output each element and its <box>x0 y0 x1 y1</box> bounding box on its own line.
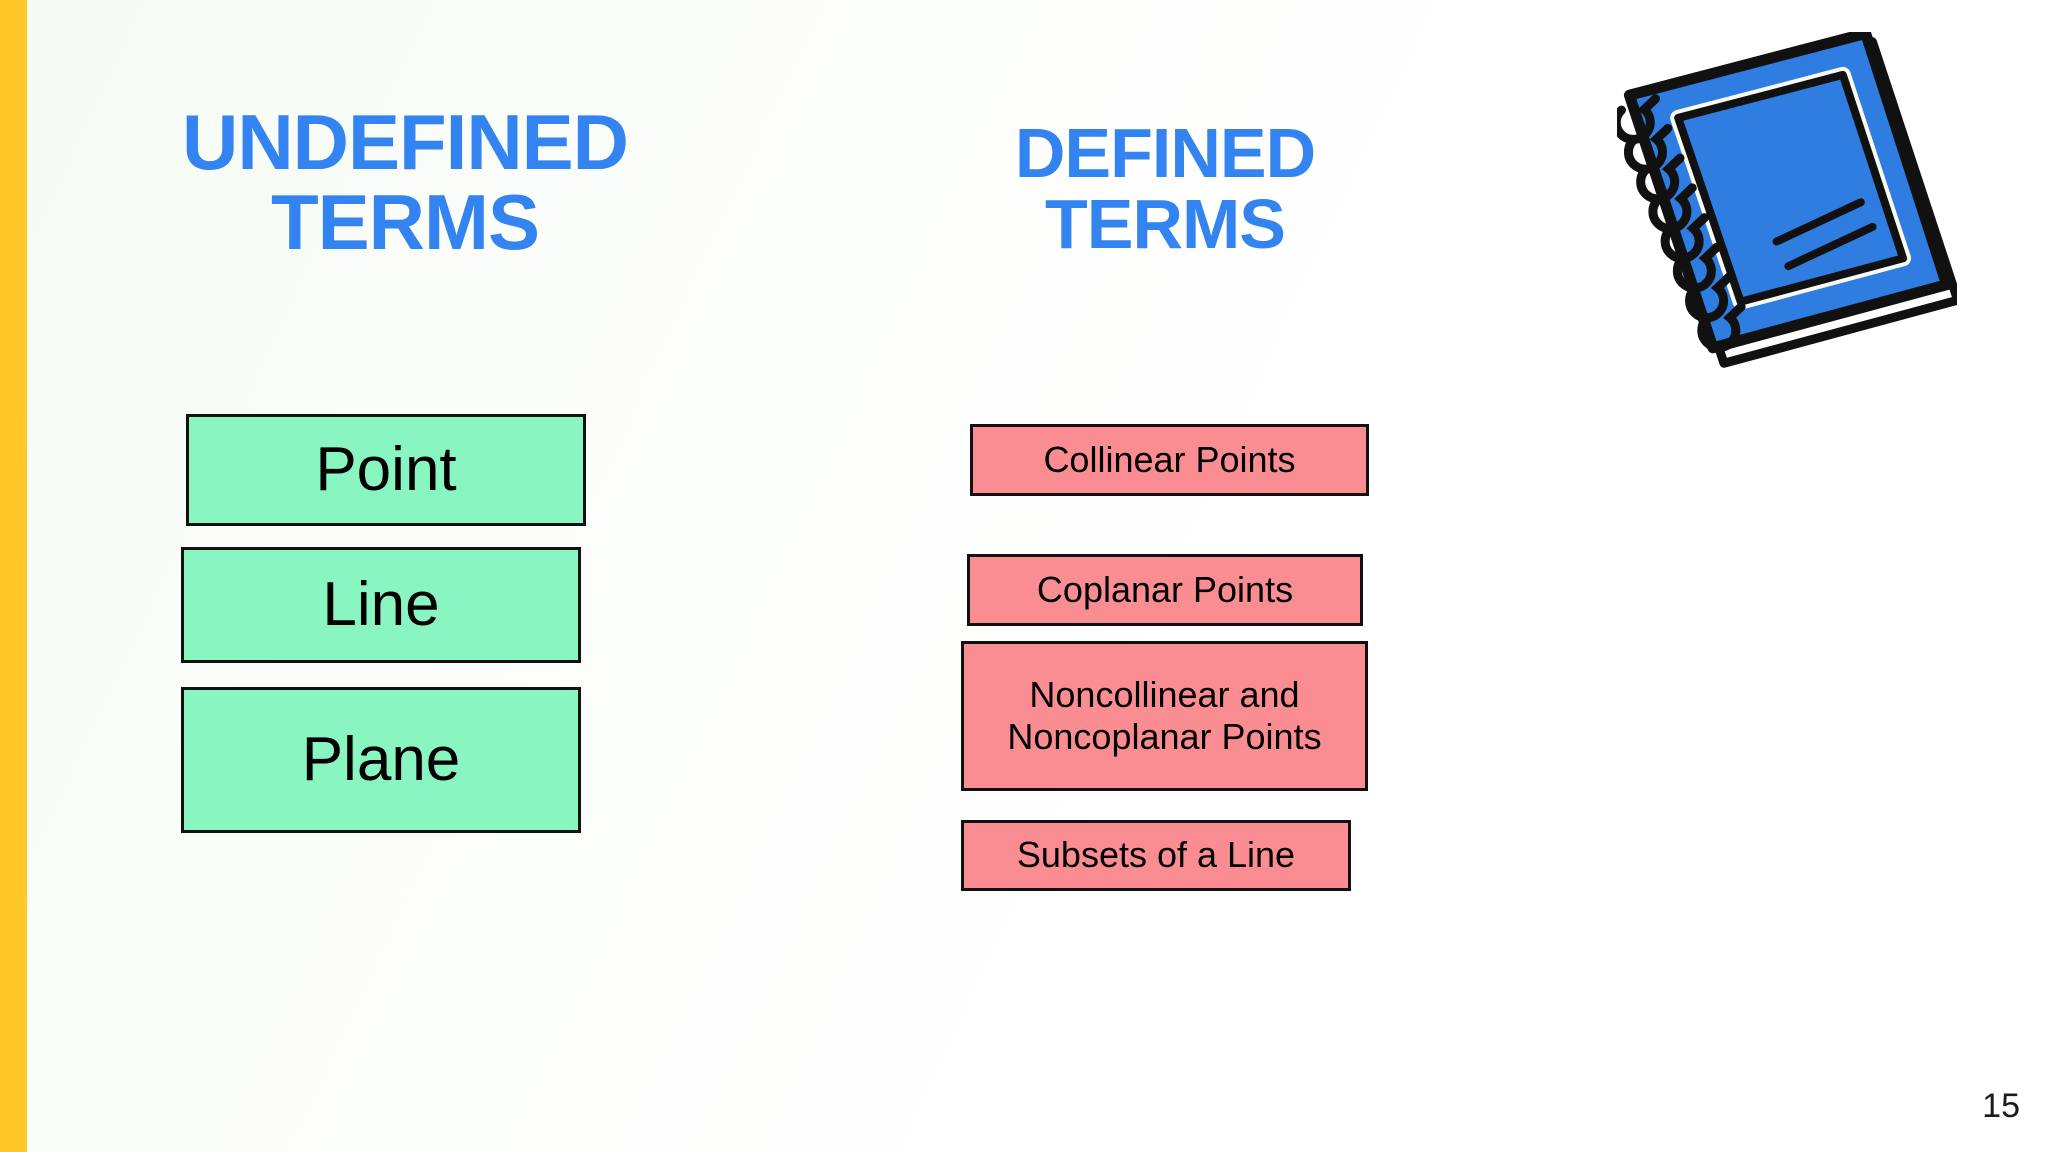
term-box-coplanar-points[interactable]: Coplanar Points <box>967 554 1363 626</box>
left-accent-bar <box>0 0 27 1152</box>
undefined-terms-heading: UNDEFINED TERMS <box>181 98 629 266</box>
page-number: 15 <box>1982 1087 2020 1125</box>
term-box-subsets-of-a-line[interactable]: Subsets of a Line <box>961 820 1351 891</box>
defined-terms-heading: DEFINED TERMS <box>1014 114 1316 264</box>
term-box-plane[interactable]: Plane <box>181 687 581 833</box>
term-box-point[interactable]: Point <box>186 414 586 526</box>
term-box-line[interactable]: Line <box>181 547 581 663</box>
term-box-collinear-points[interactable]: Collinear Points <box>970 424 1369 496</box>
spiral-notebook-icon <box>1617 32 1957 382</box>
term-box-noncollinear-noncoplanar-points[interactable]: Noncollinear and Noncoplanar Points <box>961 641 1368 791</box>
